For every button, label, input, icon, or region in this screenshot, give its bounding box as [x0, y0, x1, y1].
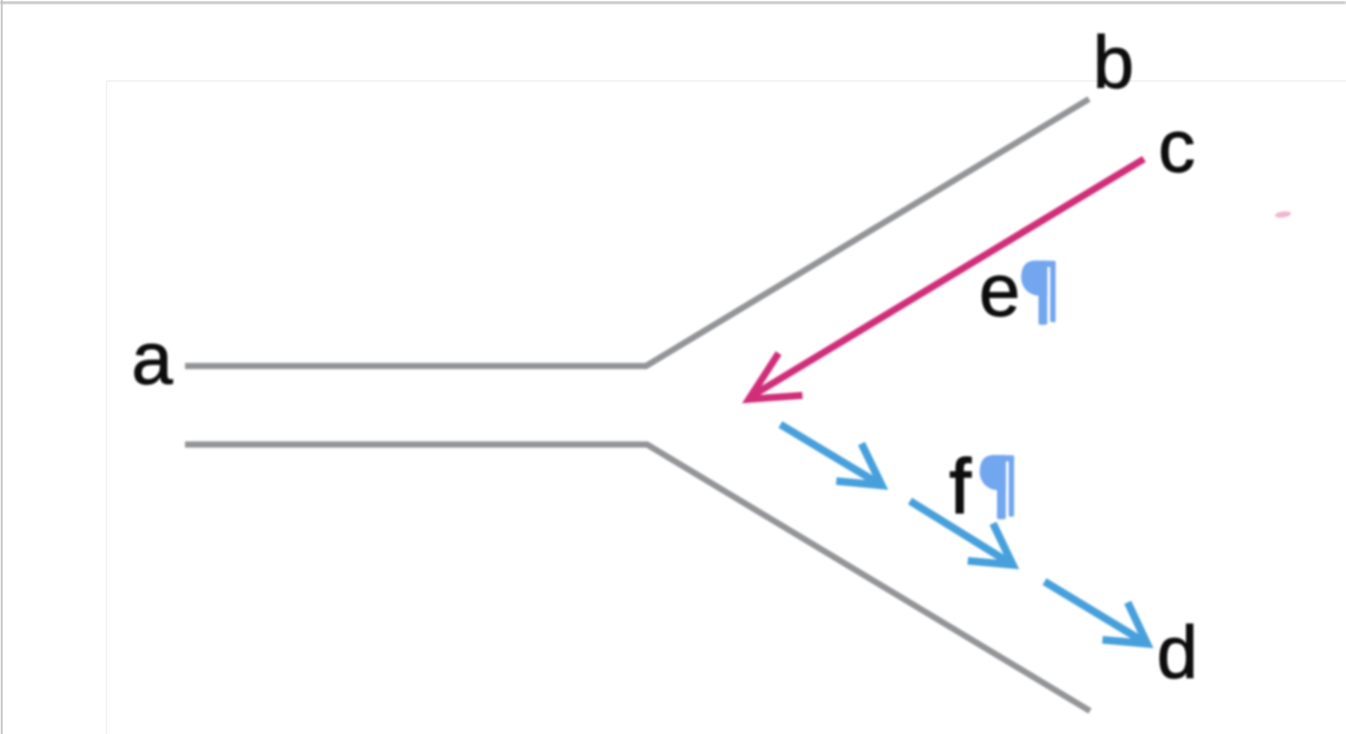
svg-text:f: f	[950, 444, 972, 530]
svg-text:d: d	[1157, 611, 1198, 694]
svg-text:b: b	[1093, 21, 1134, 104]
svg-text:a: a	[132, 317, 174, 400]
svg-text:c: c	[1158, 105, 1195, 188]
svg-text:e: e	[979, 249, 1020, 332]
